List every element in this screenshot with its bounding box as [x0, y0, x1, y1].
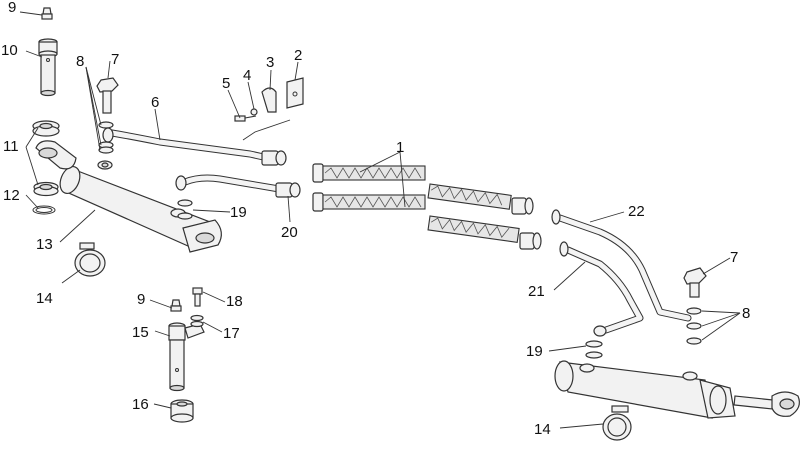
callout-1: 1: [396, 139, 404, 156]
banjo-bolt-7-left: [96, 77, 119, 114]
clip-3: [261, 87, 277, 113]
bushing-16: [170, 399, 194, 423]
banjo-bolt-7-right: [683, 267, 707, 298]
callout-11: 11: [3, 138, 19, 155]
grease-nipple-top: [41, 7, 53, 20]
callout-17: 17: [223, 325, 240, 342]
callout-4: 4: [243, 67, 251, 84]
nut-4: [250, 108, 258, 116]
steel-pipe-20: [175, 174, 301, 198]
steering-cylinder-13: [35, 140, 222, 253]
callout-15: 15: [132, 324, 149, 341]
bushing-11-lower: [33, 181, 59, 197]
bolt-5: [234, 115, 257, 122]
bracket-plate-2: [286, 77, 304, 109]
callout-9-lower: 9: [137, 291, 145, 308]
callout-13: 13: [36, 236, 53, 253]
callout-7-right: 7: [730, 249, 738, 266]
o-ring-12: [32, 205, 56, 215]
callout-10: 10: [1, 42, 18, 59]
hydraulic-hose-1-lower: [312, 192, 542, 250]
callout-8-right: 8: [742, 305, 750, 322]
callout-16: 16: [132, 396, 149, 413]
callout-19-left: 19: [230, 204, 247, 221]
callout-21: 21: [528, 283, 545, 300]
washer-19-right: [585, 340, 603, 359]
callout-6: 6: [151, 94, 159, 111]
pivot-pin-10: [38, 38, 58, 97]
callout-labels: 1 2 3 4 5 6 7 7 8 8 9 9 10 11 12 13 14 1…: [1, 0, 750, 438]
hydraulic-hose-1-upper: [312, 163, 534, 215]
callout-22: 22: [628, 203, 645, 220]
washer-8-left: [98, 121, 114, 154]
callout-2: 2: [294, 47, 302, 64]
steering-cylinder-right: [554, 360, 800, 419]
steel-pipe-6: [102, 127, 287, 166]
callout-8-left: 8: [76, 53, 84, 70]
leader-lines: [19, 11, 741, 429]
callout-18: 18: [226, 293, 243, 310]
washer-17: [190, 314, 204, 328]
callout-19-right: 19: [526, 343, 543, 360]
callout-20: 20: [281, 224, 298, 241]
callout-3: 3: [266, 54, 274, 71]
steel-pipe-21: [559, 241, 644, 337]
callout-12: 12: [3, 187, 20, 204]
washer-19-left: [177, 199, 193, 220]
hose-clamp-14-left: [74, 242, 106, 277]
hose-clamp-14-right: [602, 405, 632, 441]
washer-8-right: [686, 307, 702, 345]
grease-nipple-9-lower: [170, 299, 182, 312]
callout-14-right: 14: [534, 421, 551, 438]
callout-7-left: 7: [111, 51, 119, 68]
bushing-11-upper: [32, 120, 60, 137]
callout-5: 5: [222, 75, 230, 92]
bolt-18: [192, 287, 203, 307]
callout-14-left: 14: [36, 290, 53, 307]
callout-9-top: 9: [8, 0, 16, 16]
pivot-pin-15: [168, 322, 205, 392]
steel-pipe-22: [551, 209, 692, 322]
